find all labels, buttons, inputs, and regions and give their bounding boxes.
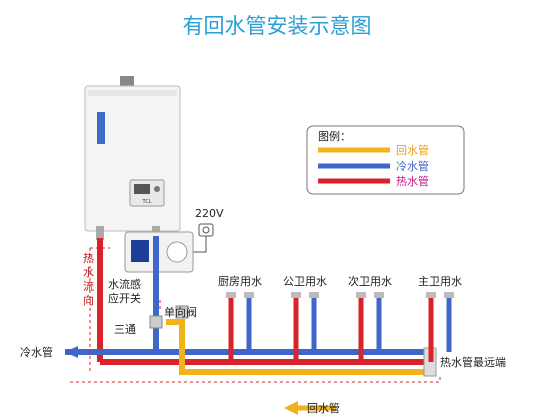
cold-pipe-label: 冷水管 — [20, 345, 53, 359]
master-cold-valve-icon — [444, 292, 454, 298]
power-cord — [190, 236, 207, 253]
water-heater: TCL — [84, 76, 181, 240]
panel-brand: TCL — [141, 199, 151, 205]
check-valve-label: 单向阀 — [164, 305, 197, 319]
cold-inlet-arrow-icon — [65, 346, 78, 358]
heater-body — [84, 85, 181, 232]
legend: 图例： 回水管 冷水管 热水管 — [306, 125, 465, 195]
inlet-fitting — [152, 226, 160, 236]
tee-label: 三通 — [114, 323, 136, 336]
return-flow-guide — [70, 374, 441, 383]
power-socket-icon — [198, 223, 214, 237]
svg-text:水: 水 — [83, 266, 94, 279]
tee-fitting-icon — [149, 315, 163, 329]
legend-hot-label: 热水管 — [396, 174, 429, 188]
flue-pipe — [120, 76, 134, 86]
check-valve-icon — [175, 305, 189, 319]
svg-text:向: 向 — [83, 293, 94, 307]
svg-text:流: 流 — [83, 279, 94, 293]
outlet-public-bath-label: 公卫用水 — [283, 275, 327, 288]
socket-hole-icon — [202, 226, 210, 234]
flow-switch-label-1: 水流感 — [108, 277, 141, 291]
public-hot-valve-icon — [291, 292, 301, 298]
pump-motor-icon — [166, 241, 188, 263]
pipes — [65, 236, 454, 383]
energy-label — [97, 112, 105, 144]
flow-switch-label-2: 应开关 — [108, 291, 141, 305]
outlet-kitchen-label: 厨房用水 — [218, 275, 262, 288]
heater-top-band — [88, 90, 177, 96]
kitchen-cold-valve-icon — [244, 292, 254, 298]
legend-return-label: 回水管 — [396, 143, 429, 157]
outlet-fitting — [96, 226, 104, 240]
panel-knob-icon — [154, 186, 160, 192]
hot-flow-direction-label: 热 水 流 向 — [83, 252, 94, 307]
public-cold-valve-icon — [309, 292, 319, 298]
outlet-second-bath-label: 次卫用水 — [348, 274, 392, 288]
power-label: 220V — [195, 207, 224, 220]
second-cold-valve-icon — [374, 292, 384, 298]
pump-screen — [131, 240, 149, 262]
diagram-title: 有回水管安装示意图 — [183, 14, 372, 38]
panel-display — [134, 184, 150, 194]
second-hot-valve-icon — [356, 292, 366, 298]
legend-heading: 图例： — [318, 129, 351, 143]
legend-cold-label: 冷水管 — [396, 159, 429, 173]
kitchen-hot-valve-icon — [226, 292, 236, 298]
farthest-end-label: 热水管最远端 — [440, 355, 506, 369]
return-pipe — [166, 319, 430, 375]
legend-box — [306, 125, 465, 195]
outlet-master-bath-label: 主卫用水 — [418, 275, 462, 288]
return-arrow-head-icon — [284, 401, 298, 415]
svg-text:热: 热 — [83, 252, 94, 265]
return-pipe-label: 回水管 — [307, 401, 340, 415]
master-hot-valve-icon — [426, 292, 436, 298]
